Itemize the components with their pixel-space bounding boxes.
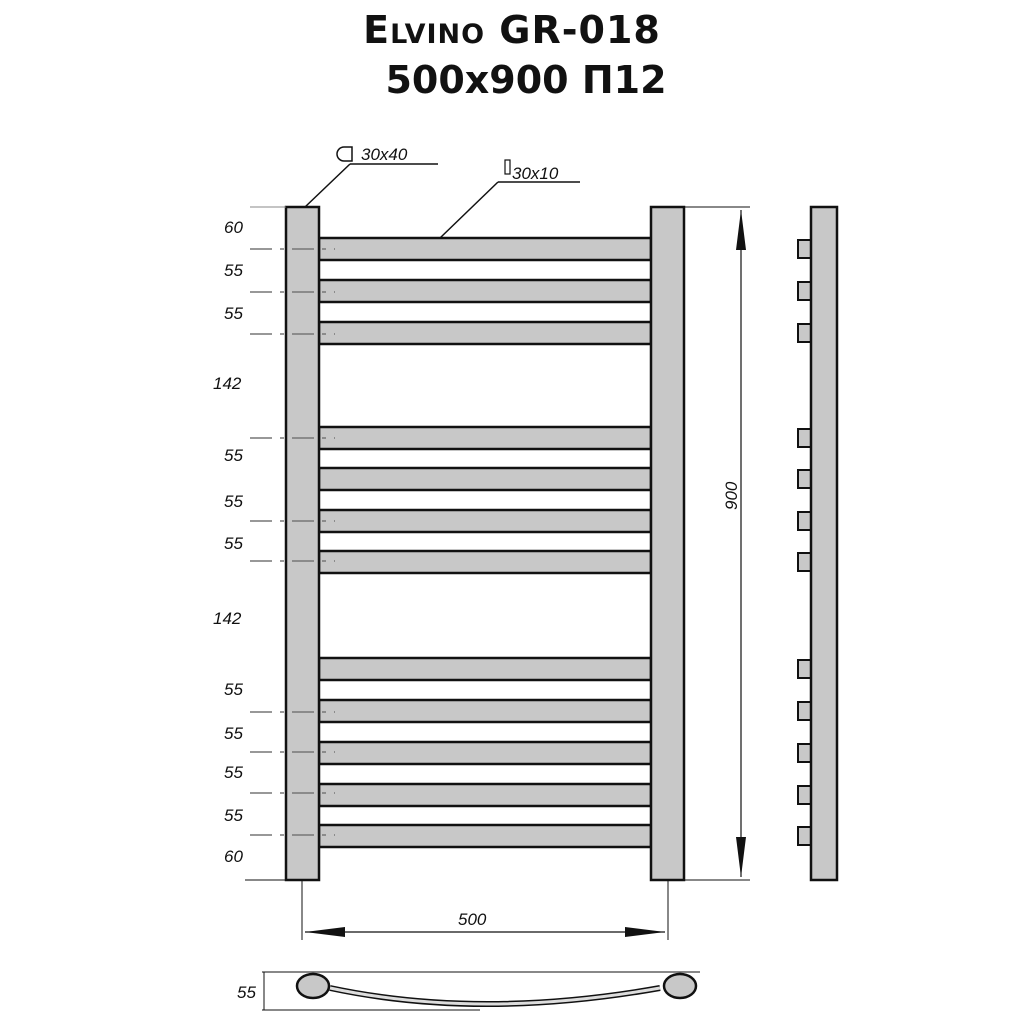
towel-bar <box>317 740 653 766</box>
spacing-label: 60 <box>224 847 243 866</box>
towel-bar <box>317 320 653 346</box>
towel-bar <box>317 278 653 304</box>
bar-profile-label: 30x10 <box>512 164 559 183</box>
side-rail <box>809 205 839 882</box>
rail-profile-icon <box>336 146 353 162</box>
model-title: Elvino GR-018 <box>363 8 661 52</box>
right-rail <box>649 205 686 882</box>
spacing-label: 55 <box>224 763 243 782</box>
spacing-label: 60 <box>224 218 243 237</box>
towel-bar <box>317 508 653 534</box>
side-bar-stub <box>797 552 812 572</box>
height-label: 900 <box>722 481 741 510</box>
side-view <box>797 205 839 882</box>
front-view: 60 55 55 142 55 55 55 142 55 55 55 55 60 <box>213 205 686 882</box>
side-bar-stub <box>797 826 812 846</box>
side-bar-stub <box>797 511 812 531</box>
arrow-icon <box>305 927 665 937</box>
towel-bar <box>317 823 653 849</box>
spacing-label: 55 <box>224 534 243 553</box>
towel-bar <box>317 425 653 451</box>
towel-bar <box>317 236 653 262</box>
side-bar-stub <box>797 659 812 679</box>
side-bar-stub <box>797 469 812 489</box>
towel-bar <box>317 782 653 808</box>
side-bar-stub <box>797 701 812 721</box>
side-bar-stub <box>797 239 812 259</box>
side-bar-stub <box>797 428 812 448</box>
spacing-label: 142 <box>213 374 242 393</box>
size-title: 500x900 П12 <box>385 58 667 102</box>
callout-leader <box>304 163 351 208</box>
spacing-label: 55 <box>224 806 243 825</box>
spacing-label: 55 <box>224 724 243 743</box>
spacing-label: 55 <box>224 446 243 465</box>
bar-profile-icon <box>504 159 511 175</box>
side-bar-stub <box>797 323 812 343</box>
left-rail <box>284 205 321 882</box>
towel-bar <box>317 698 653 724</box>
spacing-label: 55 <box>224 304 243 323</box>
towel-bar <box>317 656 653 682</box>
side-bar-stub <box>797 281 812 301</box>
spacing-label: 142 <box>213 609 242 628</box>
spacing-label: 55 <box>224 261 243 280</box>
towel-bar <box>317 466 653 492</box>
spacing-label: 55 <box>224 680 243 699</box>
towel-bar <box>317 549 653 575</box>
depth-label: 55 <box>237 983 256 1002</box>
side-bar-stub <box>797 785 812 805</box>
side-bar-stub <box>797 743 812 763</box>
rail-profile-label: 30x40 <box>361 145 408 164</box>
callout-leader <box>439 181 499 239</box>
width-label: 500 <box>458 910 487 929</box>
top-view: 55 <box>237 971 700 1011</box>
spacing-label: 55 <box>224 492 243 511</box>
